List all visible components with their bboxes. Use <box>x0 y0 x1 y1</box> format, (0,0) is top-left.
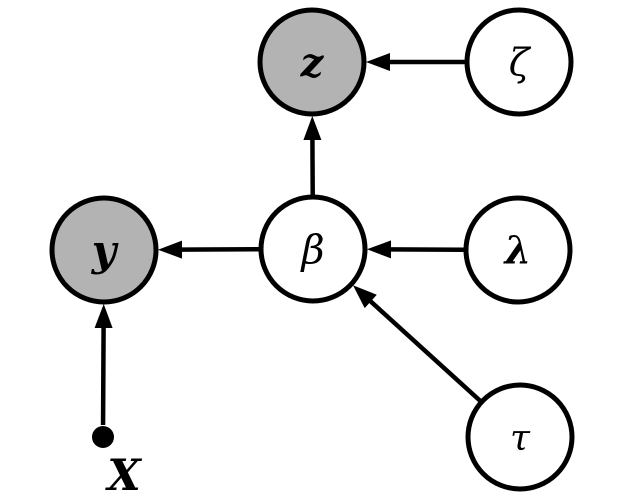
node-tau: τ <box>465 382 575 492</box>
node-tau-label: τ <box>510 418 531 459</box>
node-tau-circle <box>465 382 575 492</box>
edge-tau-to-beta <box>366 297 483 404</box>
node-beta: β <box>258 194 368 304</box>
node-lambda-label: λ <box>503 228 532 273</box>
node-zeta: ζ <box>464 7 574 117</box>
node-beta-circle <box>258 194 368 304</box>
node-X-dot-icon <box>92 426 114 448</box>
node-X-label: X <box>104 451 142 499</box>
node-y: y <box>49 195 159 305</box>
node-z-label: z <box>300 39 325 86</box>
node-y-label: y <box>91 226 119 275</box>
edge-X-to-y <box>100 323 106 426</box>
edge-zeta-to-z-arrowhead-icon <box>366 53 390 71</box>
node-zeta-circle <box>464 7 574 117</box>
edge-beta-to-z-arrowhead-icon <box>303 115 322 141</box>
node-y-circle <box>49 195 159 305</box>
node-zeta-label: ζ <box>509 41 532 85</box>
edge-lambda-to-beta-arrowhead-icon <box>366 240 392 259</box>
edge-beta-to-y-arrowhead-icon <box>157 240 183 259</box>
node-z: z <box>257 7 367 117</box>
node-z-circle <box>257 7 367 117</box>
node-lambda: λ <box>463 195 573 305</box>
edge-X-to-y-arrowhead-icon <box>94 303 113 329</box>
node-X: X <box>92 426 142 499</box>
node-beta-label: β <box>299 227 324 273</box>
node-lambda-circle <box>463 195 573 305</box>
edge-tau-to-beta-arrowhead-icon <box>352 285 377 309</box>
